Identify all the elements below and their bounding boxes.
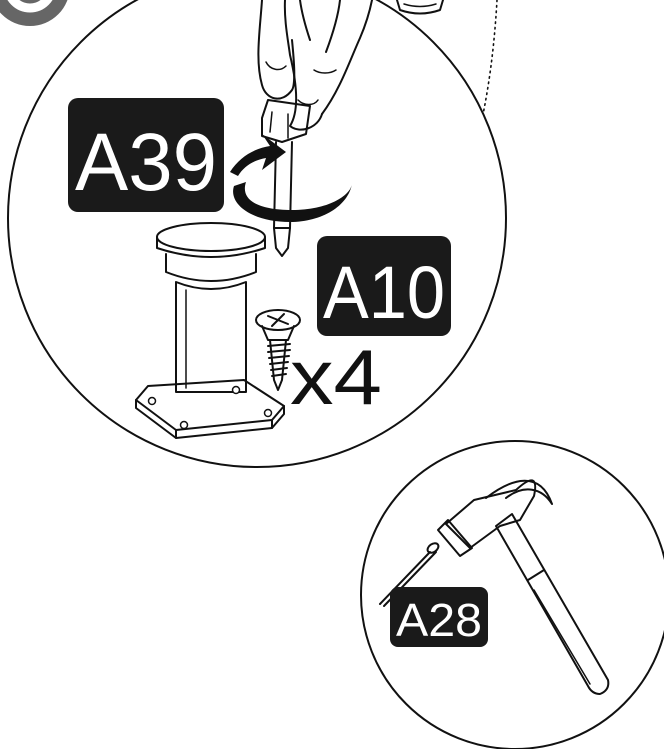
part-label-a10: A10 [317, 236, 451, 336]
screwdriver-icon [261, 99, 311, 257]
hammer-icon [437, 479, 610, 695]
secondary-callout-circle [360, 440, 664, 749]
screw-icon [255, 309, 301, 391]
part-label-a28-text: A28 [396, 594, 482, 646]
part-label-a28: A28 [390, 587, 488, 647]
clockwise-rotate-arrow-icon [230, 134, 352, 222]
step-number-badge-icon [0, 0, 68, 26]
screw-quantity-text: x4 [290, 333, 382, 421]
part-label-a39-text: A39 [75, 117, 217, 208]
top-part-icon [396, 0, 444, 15]
main-callout-circle [7, 0, 507, 468]
furniture-leg-icon [135, 222, 285, 439]
part-label-a10-text: A10 [323, 251, 445, 334]
part-label-a39: A39 [68, 98, 224, 212]
